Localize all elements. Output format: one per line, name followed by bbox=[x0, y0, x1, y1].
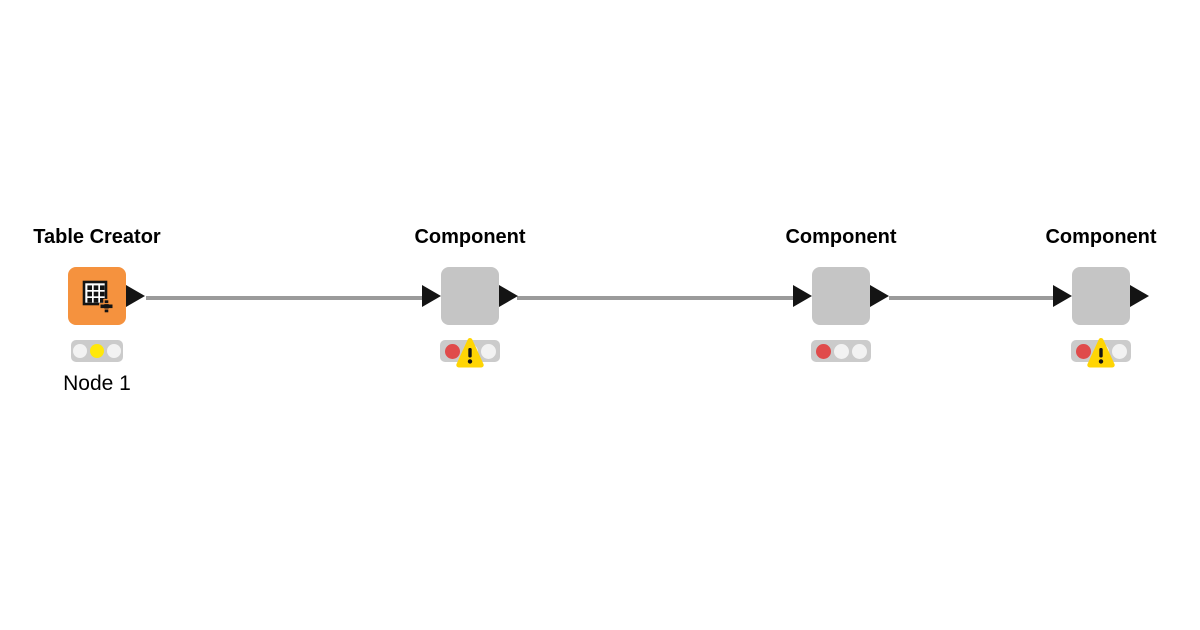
node-title: Component bbox=[785, 226, 897, 248]
node-title: Component bbox=[1045, 226, 1157, 248]
node-title: Component bbox=[414, 226, 526, 248]
node-component-3[interactable] bbox=[1053, 267, 1149, 325]
node-block-component-2: Component bbox=[761, 224, 921, 362]
node-component-1[interactable] bbox=[422, 267, 518, 325]
status-light-green-off bbox=[107, 344, 121, 358]
node-block-component-3: Component bbox=[1021, 224, 1181, 368]
status-light-red-off bbox=[73, 344, 87, 358]
output-port[interactable] bbox=[1130, 285, 1149, 307]
status-light-green-off bbox=[480, 343, 496, 359]
connection-component-2-to-component-3[interactable] bbox=[889, 296, 1054, 300]
input-port[interactable] bbox=[793, 285, 812, 307]
status-light-yellow-on bbox=[90, 344, 104, 358]
warning-icon bbox=[456, 336, 484, 370]
status-light-red-on bbox=[1075, 343, 1091, 359]
node-block-component-1: Component bbox=[390, 224, 550, 368]
output-port[interactable] bbox=[870, 285, 889, 307]
status-light-yellow-off bbox=[833, 343, 849, 359]
node-component-2[interactable] bbox=[793, 267, 889, 325]
status-light-green-off bbox=[1111, 343, 1127, 359]
traffic-light bbox=[1071, 338, 1131, 368]
output-port[interactable] bbox=[126, 285, 145, 307]
node-title: Table Creator bbox=[33, 226, 161, 248]
connection-component-1-to-component-2[interactable] bbox=[517, 296, 794, 300]
input-port[interactable] bbox=[422, 285, 441, 307]
status-light-red-on bbox=[815, 343, 831, 359]
traffic-light bbox=[71, 340, 123, 362]
node-block-table-creator: Table Creator bbox=[17, 224, 177, 396]
node-label: Node 1 bbox=[63, 372, 131, 395]
input-port[interactable] bbox=[1053, 285, 1072, 307]
output-port[interactable] bbox=[499, 285, 518, 307]
status-light-green-off bbox=[851, 343, 867, 359]
warning-icon bbox=[1087, 336, 1115, 370]
traffic-light bbox=[440, 338, 500, 368]
node-table-creator[interactable] bbox=[68, 267, 145, 325]
status-light-red-on bbox=[444, 343, 460, 359]
connection-table-creator-to-component-1[interactable] bbox=[146, 296, 423, 300]
traffic-light bbox=[811, 340, 871, 362]
table-plus-icon bbox=[79, 278, 115, 314]
